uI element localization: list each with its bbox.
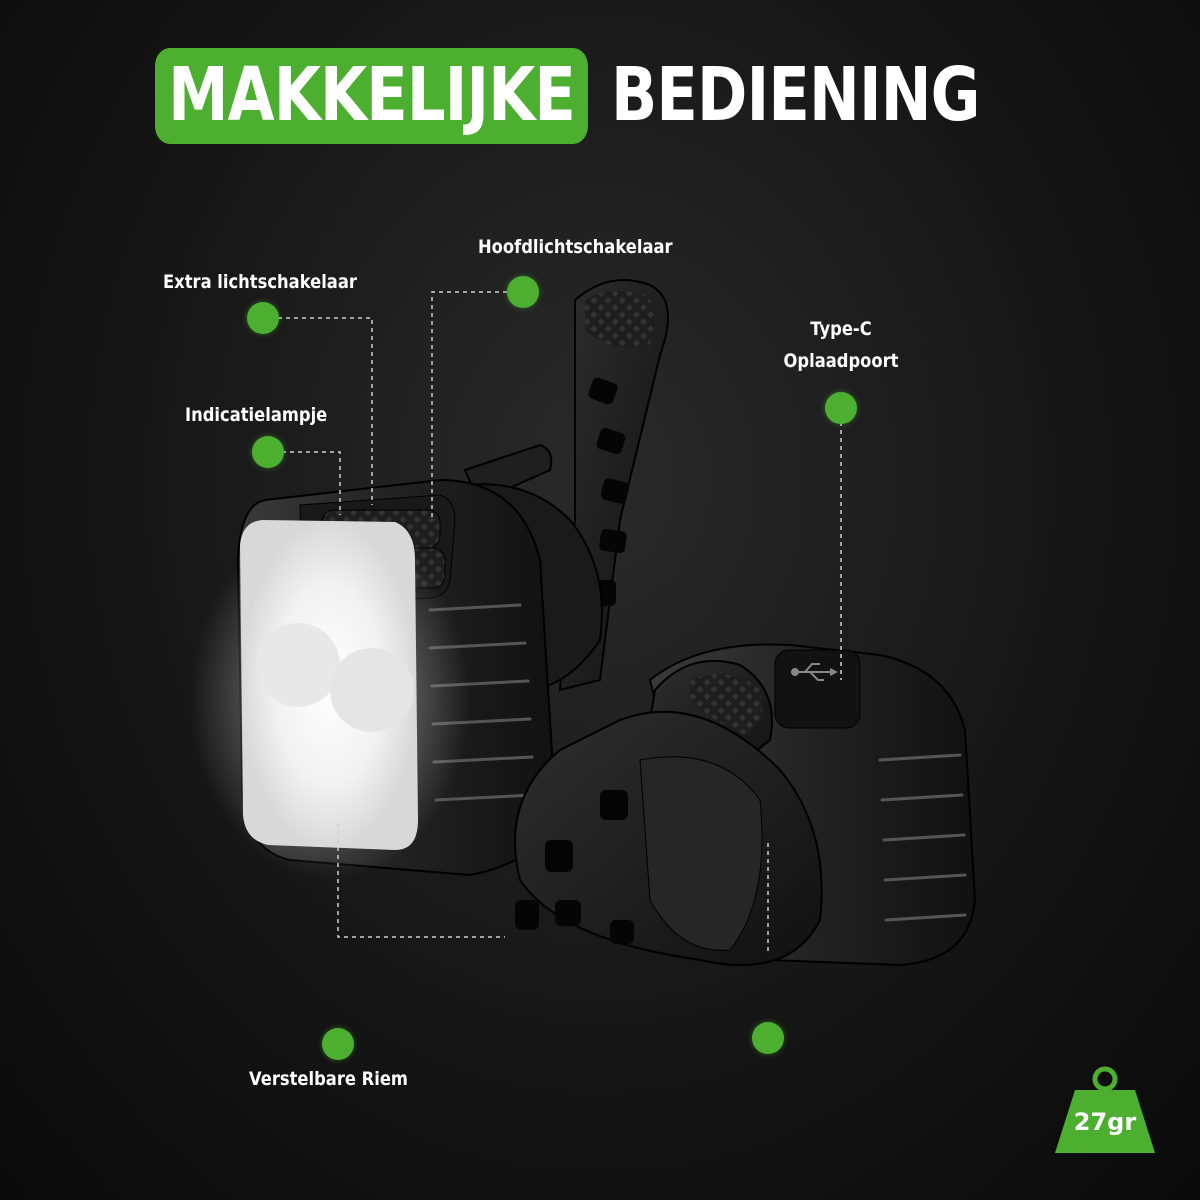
callout-dot-type-c <box>825 392 857 424</box>
label-main-switch: Hoofdlichtschakelaar <box>478 236 673 258</box>
page-title: MAKKELIJKE <box>155 48 683 144</box>
callout-dot-indicator <box>252 436 284 468</box>
title-highlight: MAKKELIJKE <box>155 48 589 144</box>
callout-dot-strap-right <box>752 1022 784 1054</box>
weight-value: 27gr <box>1073 1108 1137 1136</box>
callout-dot-strap <box>322 1028 354 1060</box>
right-light-unit <box>514 643 977 967</box>
label-strap: Verstelbare Riem <box>249 1068 408 1090</box>
left-light-unit <box>190 478 557 880</box>
label-type-c-line2: Oplaadpoort <box>783 350 899 372</box>
callout-lines <box>278 291 842 955</box>
label-indicator: Indicatielampje <box>185 404 328 426</box>
callout-dot-extra-switch <box>247 302 279 334</box>
label-extra-switch: Extra lichtschakelaar <box>163 271 357 293</box>
weight-icon <box>1055 1066 1155 1153</box>
usb-port <box>774 649 861 729</box>
usb-icon <box>791 663 838 681</box>
label-type-c-line1: Type-C <box>810 318 872 340</box>
title-rest: BEDIENING <box>611 52 980 138</box>
left-strap <box>438 279 669 693</box>
callout-dot-main-switch <box>507 276 539 308</box>
